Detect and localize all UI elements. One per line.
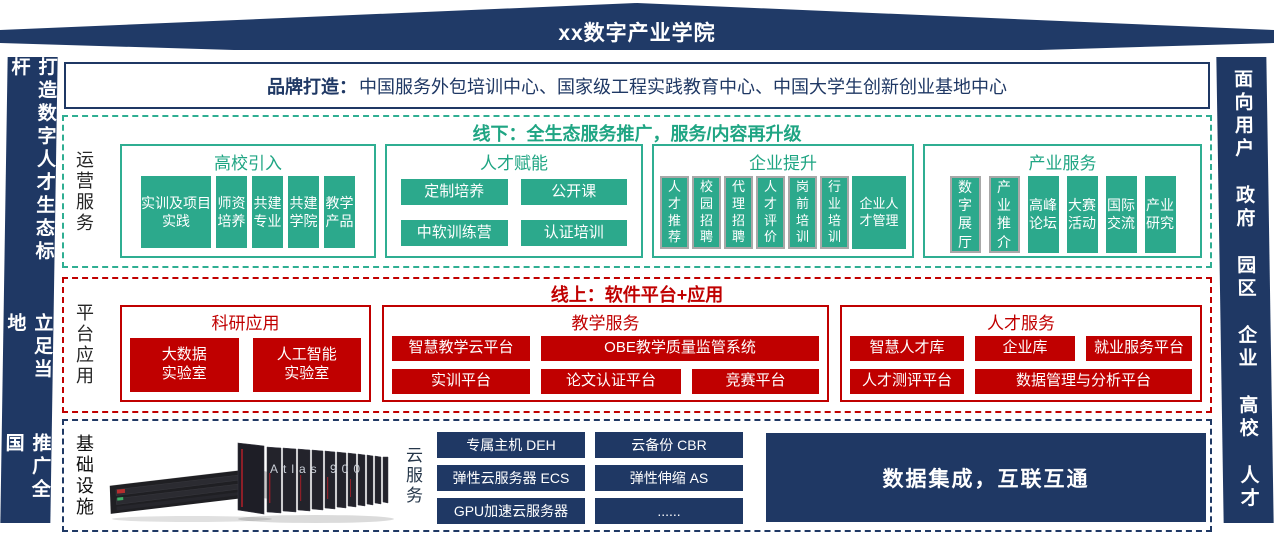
platform-box: 论文认证平台 [541,369,681,394]
group-body: 数字展厅 产业推介 高峰论坛 大赛活动 国际交流 产业研究 [925,176,1200,261]
group-body: 定制培养 公开课 中软训练营 认证培训 [401,176,627,248]
group-title: 高校引入 [214,154,282,173]
group-enterprise-upgrade: 企业提升 人才推荐 校园招聘 代理招聘 人才评价 岗前培训 行业培训 企业人才管… [652,144,914,258]
cloud-service-label-wrap: 云服务 [400,421,425,530]
group-title: 产业服务 [1028,154,1097,173]
service-box: 共建学院 [288,176,319,248]
group-teaching-service: 教学服务 智慧教学云平台 OBE教学质量监管系统 实训平台 论文认证平台 竞赛平… [382,305,829,402]
right-audience-segment: 园区 [1233,255,1256,301]
group-body: 智慧教学云平台 OBE教学质量监管系统 实训平台 论文认证平台 竞赛平台 [384,336,827,400]
atlas-cluster-image: Atlas 900 [237,442,394,523]
right-audience-segment: 企业 [1235,325,1257,371]
service-box: 大赛活动 [1066,176,1098,253]
service-box: 师资培养 [216,176,247,248]
left-slogan-segment: 立足当地 [4,312,53,382]
group-research-apps: 科研应用 大数据 实验室 人工智能 实验室 [120,305,371,402]
platform-box: 人才测评平台 [850,369,964,394]
platform-section: 平台应用 线上：软件平台+应用 科研应用 大数据 实验室 人工智能 实验室 教学… [62,277,1212,413]
operations-side-label: 运营服务 [74,149,94,234]
platform-side-label-wrap: 平台应用 [71,279,97,411]
service-box: 共建专业 [252,176,283,248]
cloud-service-box: 云备份 CBR [595,432,743,458]
operations-side-label-wrap: 运营服务 [71,117,97,266]
right-audience-bar: 面向用户 政府 园区 企业 高校 人才 [1216,57,1274,523]
platform-box: 实训平台 [392,369,530,394]
group-talent-empowerment: 人才赋能 定制培养 公开课 中软训练营 认证培训 [385,144,643,258]
infrastructure-side-label: 基础设施 [74,433,94,518]
cloud-service-box: GPU加速云服务器 [437,498,585,524]
group-industry-service: 产业服务 数字展厅 产业推介 高峰论坛 大赛活动 国际交流 产业研究 [923,144,1202,258]
left-slogan-bar: 打造数字人才生态标杆 立足当地 推广全国 [0,57,58,523]
cloud-service-box: 弹性伸缩 AS [595,465,743,491]
group-title: 人才赋能 [480,154,548,173]
service-box: 高峰论坛 [1027,176,1059,253]
brand-building-box: 品牌打造： 中国服务外包培训中心、国家级工程实践教育中心、中国大学生创新创业基地… [64,62,1210,109]
data-integration-banner: 数据集成，互联互通 [766,433,1206,522]
platform-box: OBE教学质量监管系统 [541,336,819,361]
service-box: 行业培训 [820,176,849,249]
atlas-label: Atlas 900 [270,462,365,476]
platform-header: 线上：软件平台+应用 [550,285,724,305]
group-body: 大数据 实验室 人工智能 实验室 [122,336,369,400]
platform-box: 大数据 实验室 [130,338,239,392]
platform-box: 智慧教学云平台 [392,336,530,361]
platform-box: 数据管理与分析平台 [975,369,1192,394]
right-audience-segment: 面向用户 [1231,69,1254,161]
cloud-service-box: ...... [595,498,743,524]
service-box: 实训及项目实践 [141,176,211,248]
group-body: 人才推荐 校园招聘 代理招聘 人才评价 岗前培训 行业培训 企业人才管理 [654,176,912,256]
service-box: 教学产品 [324,176,355,248]
group-title: 教学服务 [571,314,640,333]
right-audience-segment: 高校 [1236,395,1258,441]
platform-box: 竞赛平台 [692,369,819,394]
service-box: 数字展厅 [949,176,981,253]
service-box: 产业研究 [1144,176,1176,253]
service-box: 中软训练营 [401,219,508,246]
brand-label: 品牌打造： [267,76,357,97]
service-box: 人才推荐 [660,176,689,249]
group-university-intro: 高校引入 实训及项目实践 师资培养 共建专业 共建学院 教学产品 [120,144,376,258]
operations-header: 线下：全生态服务推广，服务/内容再升级 [472,124,802,144]
right-audience-segment: 政府 [1232,185,1255,231]
infrastructure-side-label-wrap: 基础设施 [71,421,97,530]
service-box: 岗前培训 [788,176,817,249]
rack-server-image [109,468,277,522]
group-title: 人才服务 [987,314,1055,333]
cloud-service-box: 专属主机 DEH [437,432,585,458]
service-box: 公开课 [520,178,627,205]
service-box: 企业人才管理 [852,176,906,249]
page-title: xx数字产业学院 [558,22,716,45]
cloud-service-grid: 专属主机 DEH 云备份 CBR 弹性云服务器 ECS 弹性伸缩 AS GPU加… [437,432,743,524]
platform-groups: 科研应用 大数据 实验室 人工智能 实验室 教学服务 智慧教学云平台 OBE教学… [120,305,1202,402]
right-audience-segment: 人才 [1237,465,1259,511]
cloud-service-label: 云服务 [403,445,422,506]
service-box: 认证培训 [520,219,627,246]
brand-text: 中国服务外包培训中心、国家级工程实践教育中心、中国大学生创新创业基地中心 [359,76,1007,97]
left-slogan-segment: 推广全国 [2,432,51,502]
cloud-service-box: 弹性云服务器 ECS [437,465,585,491]
group-title: 科研应用 [211,314,280,333]
infrastructure-section: 基础设施 [62,419,1212,532]
platform-box: 智慧人才库 [850,336,964,361]
group-body: 实训及项目实践 师资培养 共建专业 共建学院 教学产品 [122,176,374,256]
group-talent-service: 人才服务 智慧人才库 企业库 就业服务平台 人才测评平台 数据管理与分析平台 [840,305,1202,402]
platform-box: 就业服务平台 [1086,336,1192,361]
group-body: 智慧人才库 企业库 就业服务平台 人才测评平台 数据管理与分析平台 [842,336,1200,400]
platform-side-label: 平台应用 [74,303,94,387]
platform-box: 人工智能 实验室 [252,338,361,392]
service-box: 定制培养 [401,178,508,205]
operations-groups: 高校引入 实训及项目实践 师资培养 共建专业 共建学院 教学产品 人才赋能 定制… [120,144,1202,258]
service-box: 校园招聘 [692,176,721,249]
top-banner-shape [0,3,1274,50]
service-box: 人才评价 [756,176,785,249]
service-box: 代理招聘 [724,176,753,249]
operations-section: 运营服务 线下：全生态服务推广，服务/内容再升级 高校引入 实训及项目实践 师资… [62,115,1212,268]
group-title: 企业提升 [749,154,817,173]
platform-box: 企业库 [975,336,1075,361]
left-slogan-segment: 打造数字人才生态标杆 [8,57,57,264]
service-box: 国际交流 [1105,176,1137,253]
service-box: 产业推介 [988,176,1020,253]
